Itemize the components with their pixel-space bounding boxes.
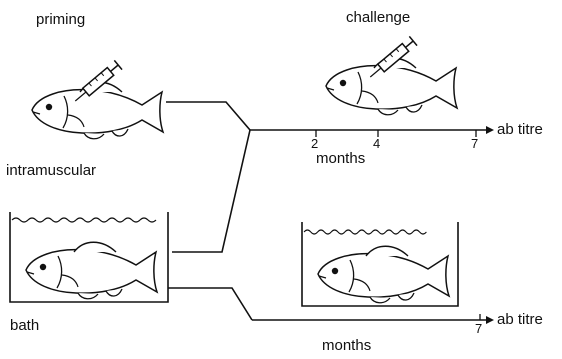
priming-label: priming: [36, 12, 85, 27]
intramuscular-label: intramuscular: [6, 163, 96, 178]
intramuscular-connector: [166, 102, 250, 130]
lower-tick-label-7: 7: [475, 322, 482, 335]
bath-fish-icon: [26, 242, 157, 299]
bath-connector-down: [168, 288, 252, 320]
upper-months-label: months: [316, 151, 365, 166]
lower-timeline: [252, 314, 494, 324]
bath-label: bath: [10, 318, 39, 333]
upper-tick-label-4: 4: [373, 137, 380, 150]
upper-timeline: [250, 126, 494, 137]
upper-tick-label-7: 7: [471, 137, 478, 150]
challenge-fish-icon: [326, 58, 457, 115]
lower-months-label: months: [322, 338, 371, 353]
bath-connector-up: [172, 130, 250, 252]
upper-tick-label-2: 2: [311, 137, 318, 150]
lower-ab-titre-label: ab titre: [497, 312, 543, 327]
upper-ab-titre-label: ab titre: [497, 122, 543, 137]
challenge-label: challenge: [346, 10, 410, 25]
challenge-bath-fish-icon: [318, 246, 449, 303]
intramuscular-fish-icon: [32, 82, 163, 139]
